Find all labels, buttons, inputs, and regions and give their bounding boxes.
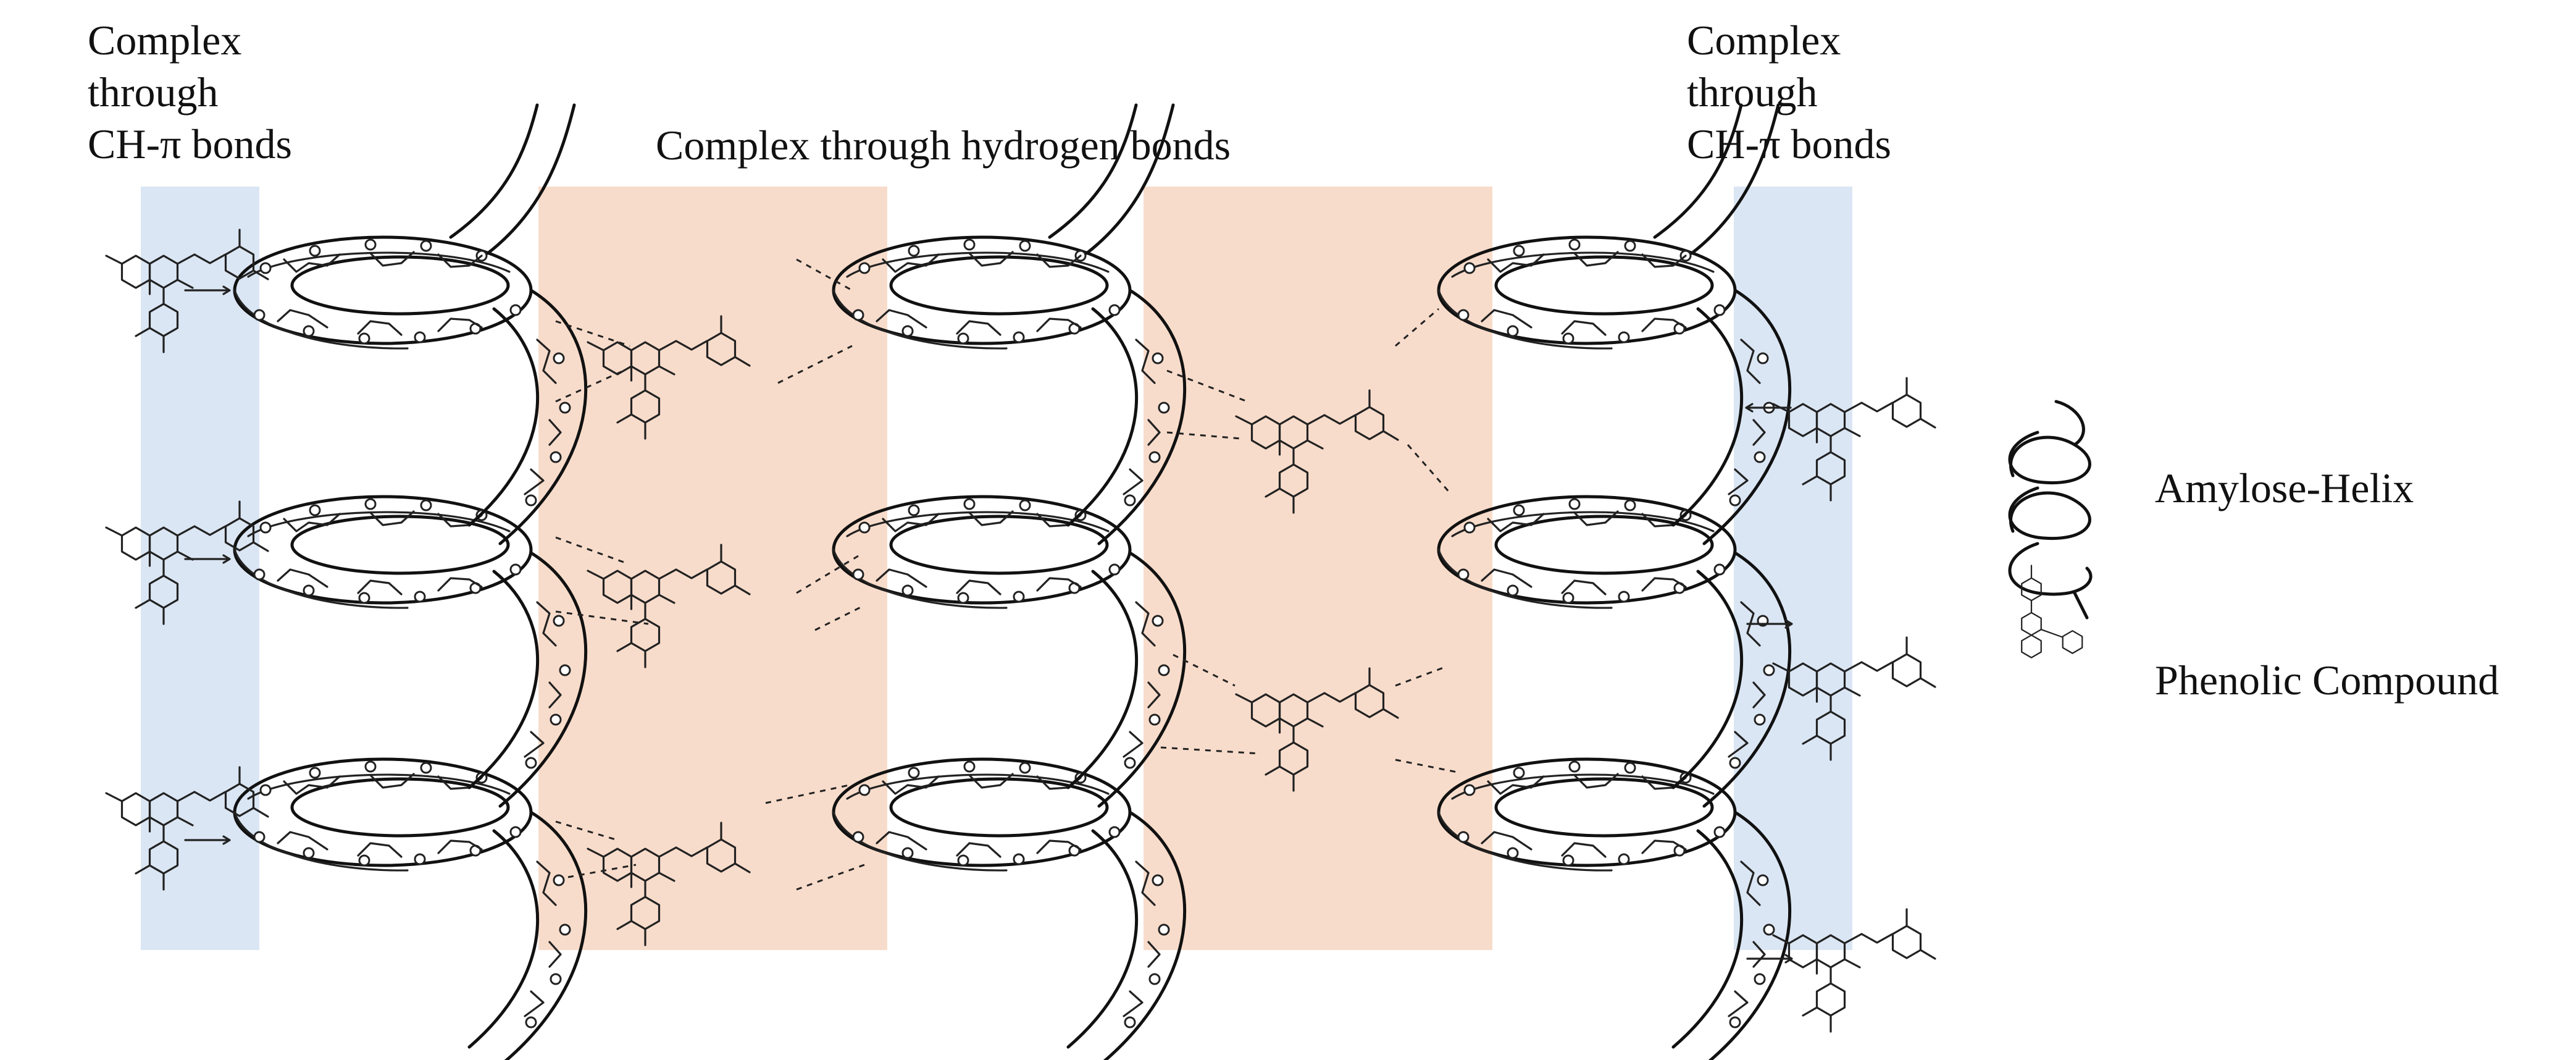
right-label: Complex through CH-π bonds — [1687, 17, 1891, 167]
legend-compound-label: Phenolic Compound — [2155, 657, 2499, 704]
legend-helix-label: Amylose-Helix — [2155, 465, 2414, 511]
left-label: Complex through CH-π bonds — [88, 17, 292, 167]
left-label-line-1: Complex — [88, 17, 241, 64]
hydrogen-band-2 — [1144, 187, 1492, 950]
left-label-line-2: through — [88, 69, 219, 116]
center-label: Complex through hydrogen bonds — [656, 122, 1231, 169]
phenolic-compound-icon — [2021, 565, 2083, 658]
helix-icon — [2008, 400, 2093, 620]
ch-pi-band-left — [141, 187, 259, 950]
ch-pi-arrows-right — [1745, 403, 1793, 964]
legend: Amylose-Helix Phenolic Compound — [2008, 400, 2499, 704]
right-label-line-3: CH-π bonds — [1687, 120, 1891, 167]
amylose-helix-1 — [235, 105, 586, 1060]
hydrogen-bond-lines — [555, 258, 1458, 891]
right-label-line-1: Complex — [1687, 17, 1841, 64]
left-label-line-3: CH-π bonds — [88, 120, 292, 167]
right-label-line-2: through — [1687, 69, 1818, 116]
ch-pi-arrows-left — [184, 285, 231, 845]
hydrogen-band-1 — [538, 187, 887, 950]
